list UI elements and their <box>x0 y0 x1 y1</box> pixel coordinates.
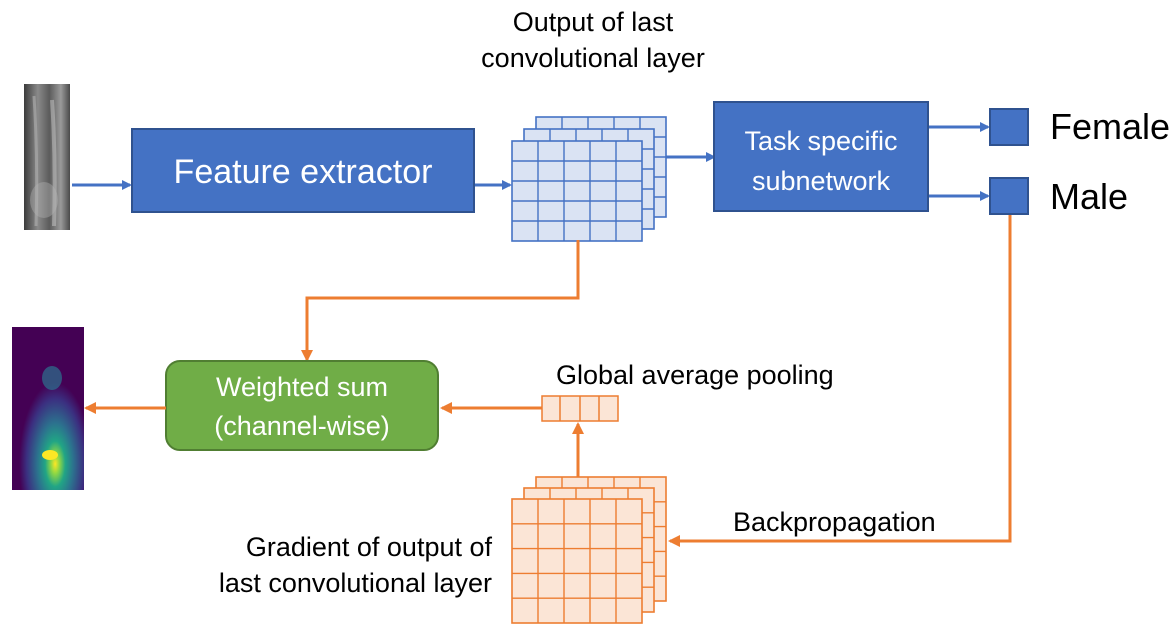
pooled-weights-vector <box>541 395 619 422</box>
conv-output-label-line1: Output of last <box>513 7 674 37</box>
orangeStack-layer <box>511 498 643 624</box>
task-subnetwork-box: Task specific subnetwork <box>713 101 929 212</box>
weighted-sum-label-line2: (channel-wise) <box>214 411 390 441</box>
input-xray-image <box>24 84 70 230</box>
task-subnetwork-label-line1: Task specific <box>744 126 897 156</box>
male-output-node <box>989 177 1029 215</box>
gradient-label-line2: last convolutional layer <box>219 568 492 598</box>
task-subnetwork-label-line2: subnetwork <box>752 166 891 196</box>
female-label: Female <box>1050 106 1170 147</box>
conv-output-label-line2: convolutional layer <box>481 43 705 73</box>
backprop-label: Backpropagation <box>733 507 936 537</box>
blueStack-layer <box>511 140 643 242</box>
arrow-features-to-weighted-sum <box>301 240 580 362</box>
gradient-label-line1: Gradient of output of <box>246 532 493 562</box>
weighted-sum-label-line1: Weighted sum <box>216 372 388 402</box>
feature-extractor-box: Feature extractor <box>131 128 475 213</box>
gradient-feature-maps <box>511 476 667 624</box>
weighted-sum-box: Weighted sum (channel-wise) <box>165 360 439 451</box>
feature-extractor-label: Feature extractor <box>174 153 433 191</box>
conv-output-feature-maps <box>511 116 667 242</box>
gap-label: Global average pooling <box>556 360 834 390</box>
arrow-backpropagation <box>668 215 1012 547</box>
female-output-node <box>989 108 1029 146</box>
male-label: Male <box>1050 176 1128 217</box>
heatmap-output-image <box>12 327 84 490</box>
